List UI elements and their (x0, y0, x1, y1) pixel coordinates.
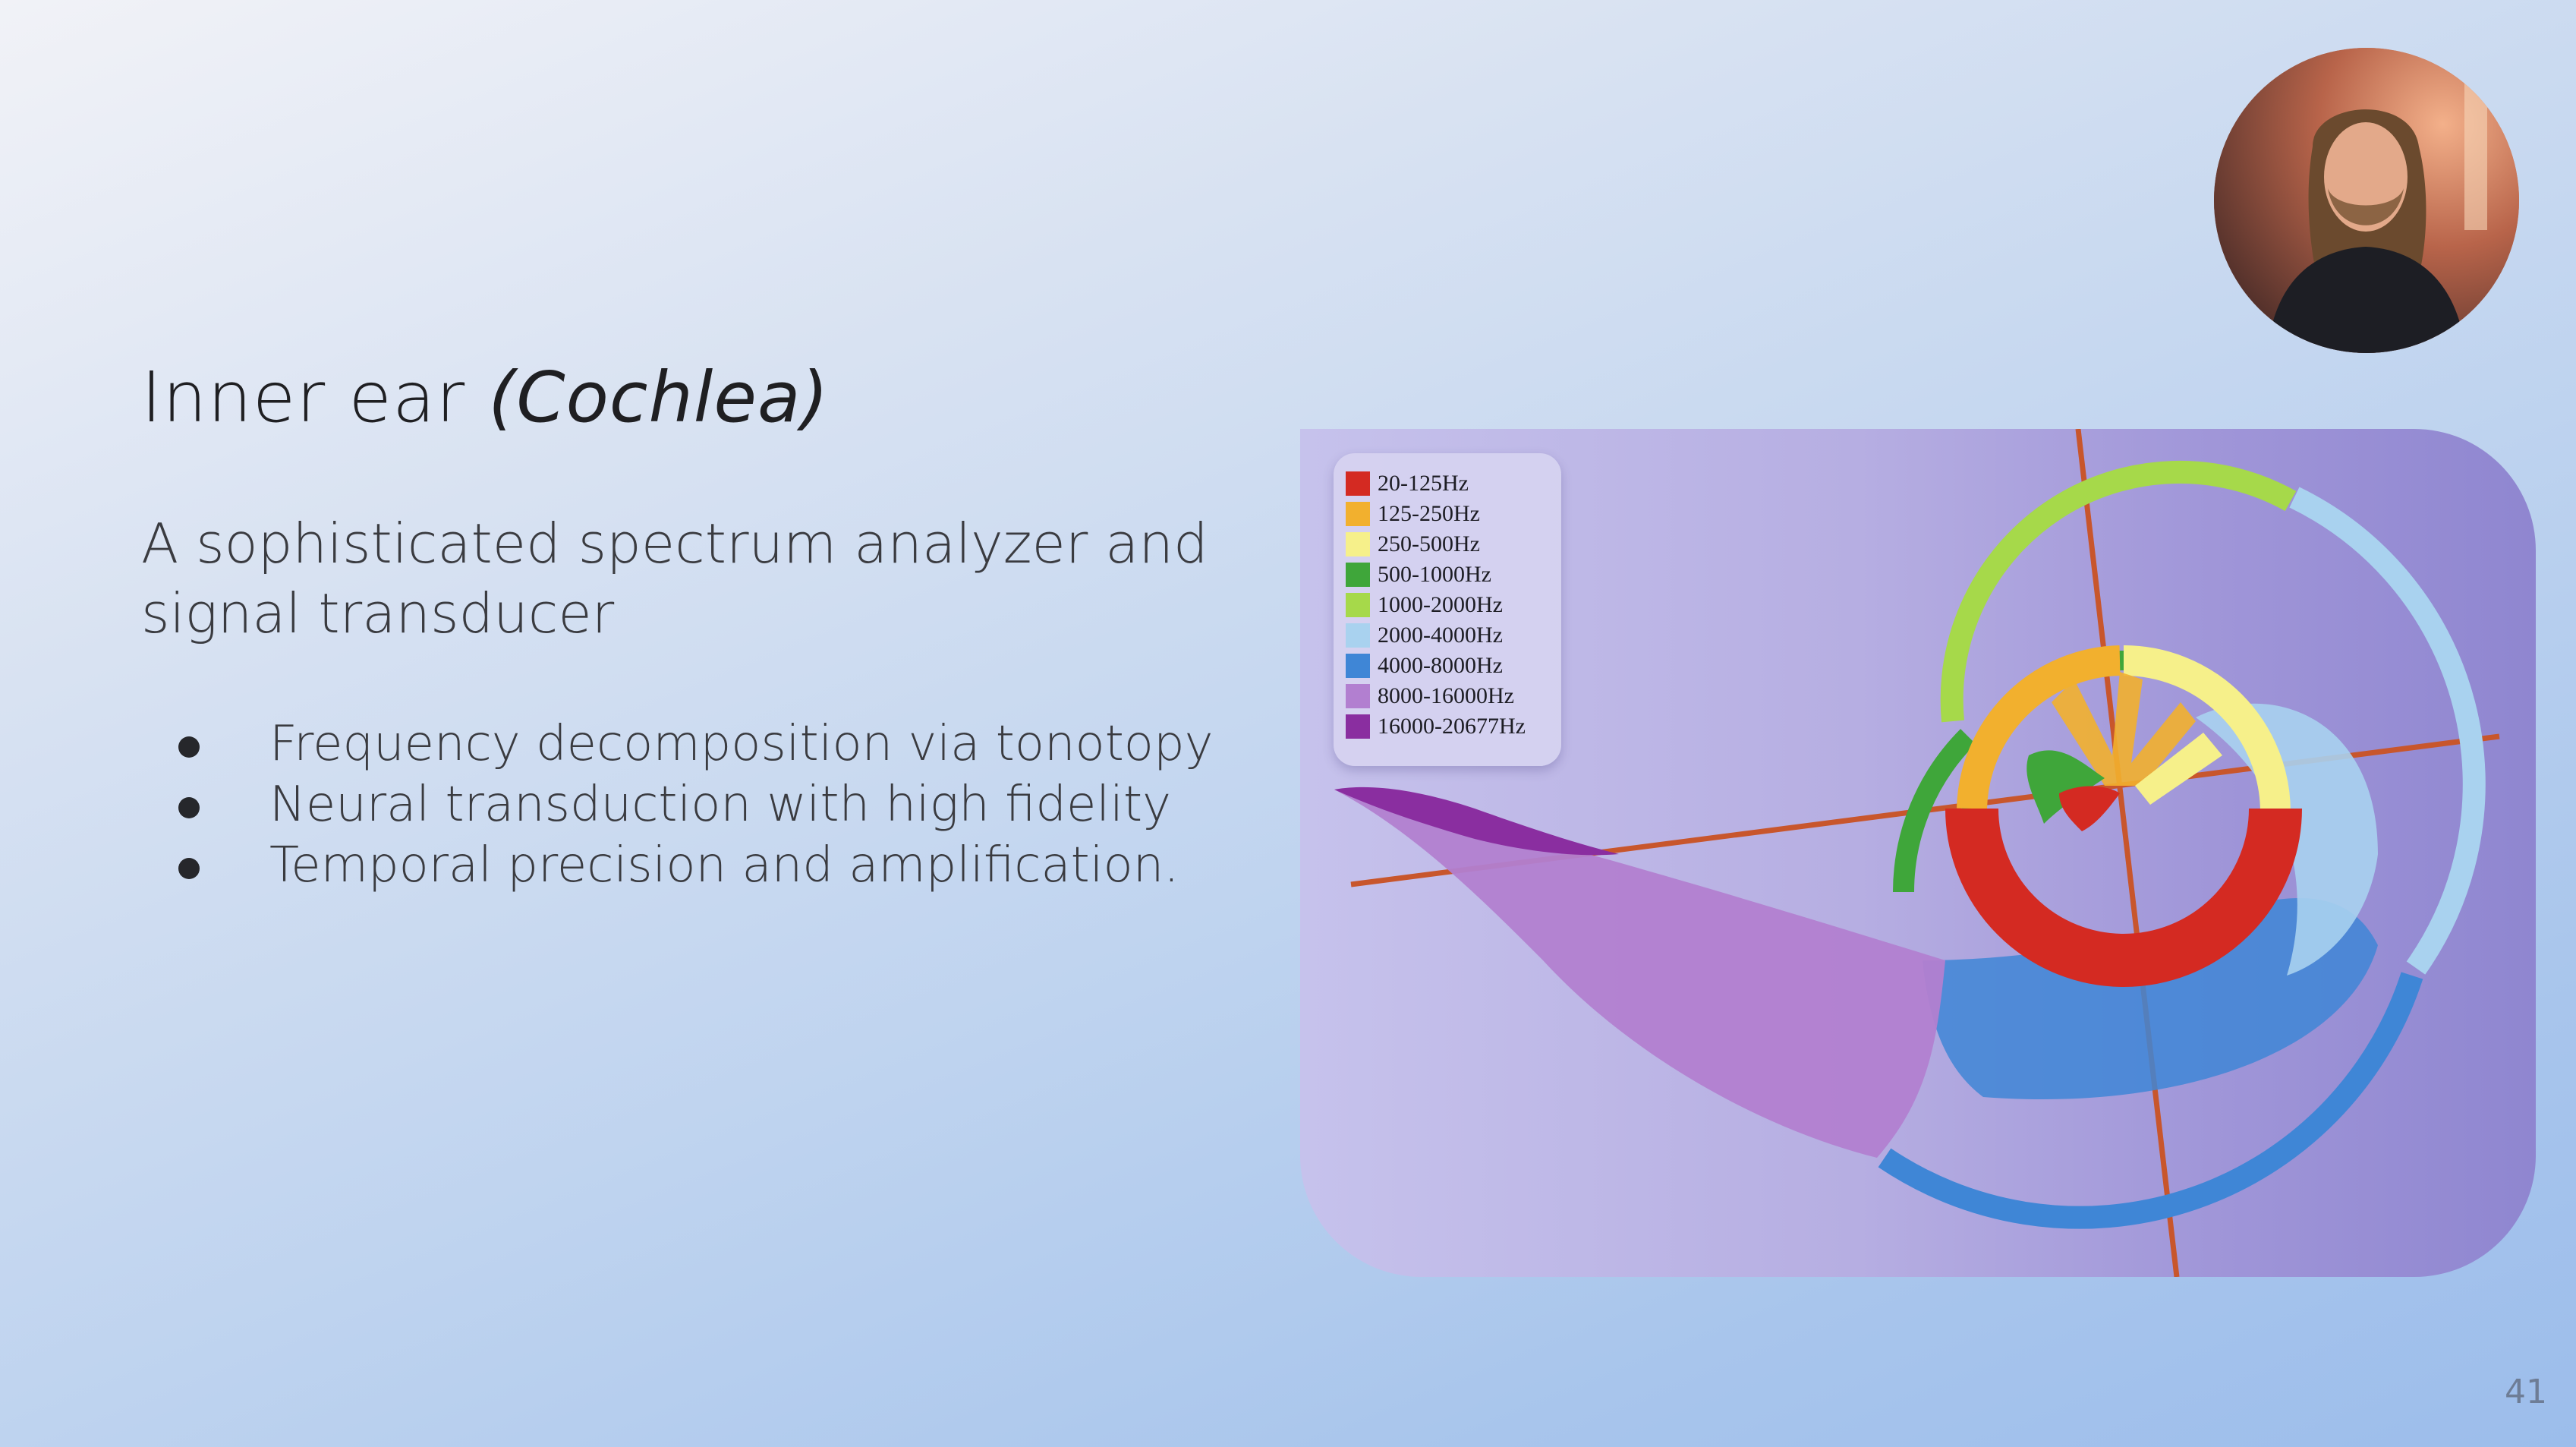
apex-fan-250-500hz (2135, 733, 2222, 805)
bullet-dot-icon (178, 858, 200, 879)
legend-swatch (1346, 684, 1370, 708)
slide-subtitle: A sophisticated spectrum analyzer and si… (141, 512, 1208, 645)
ring-125-250hz (1957, 645, 2121, 809)
body-16000-20677hz (1334, 787, 1619, 856)
apex-500-1000hz (2026, 750, 2105, 824)
band-500-1000hz-outer (1893, 729, 1976, 893)
legend-label: 8000-16000Hz (1378, 683, 1514, 708)
legend-item: 500-1000Hz (1346, 560, 1491, 590)
legend-swatch (1346, 502, 1370, 526)
band-2000-4000hz-outer (2289, 487, 2486, 975)
legend-item: 125-250Hz (1346, 499, 1480, 529)
cochlea-figure (1300, 429, 2536, 1277)
frequency-legend: 20-125Hz 125-250Hz 250-500Hz 500-1000Hz … (1334, 453, 1561, 766)
bullet-dot-icon (178, 736, 200, 758)
title-italic-text: (Cochlea) (488, 357, 830, 438)
bullet-text: Temporal precision and amplification. (269, 837, 1179, 894)
legend-item: 8000-16000Hz (1346, 681, 1514, 711)
bullet-text: Neural transduction with high fidelity (269, 777, 1171, 833)
legend-label: 500-1000Hz (1378, 562, 1491, 587)
legend-swatch (1346, 563, 1370, 587)
apex-fan-125-250hz (2052, 672, 2196, 786)
band-1000-2000hz-outer (1940, 460, 2297, 723)
legend-swatch (1346, 654, 1370, 678)
legend-label: 2000-4000Hz (1378, 623, 1503, 648)
webcam-video-bubble[interactable] (2214, 48, 2519, 353)
body-8000-16000hz (1334, 789, 1945, 1158)
legend-label: 4000-8000Hz (1378, 653, 1503, 678)
legend-item: 4000-8000Hz (1346, 651, 1503, 681)
cochlea-illustration (1334, 429, 2500, 1277)
legend-label: 16000-20677Hz (1378, 714, 1526, 739)
band-4000-8000hz-outer (1878, 972, 2423, 1229)
legend-swatch (1346, 623, 1370, 648)
bullet-item: Frequency decomposition via tonotopy (167, 714, 1213, 774)
legend-swatch (1346, 532, 1370, 556)
legend-label: 125-250Hz (1378, 501, 1480, 526)
bullet-item: Neural transduction with high fidelity (167, 774, 1213, 835)
legend-item: 20-125Hz (1346, 468, 1469, 499)
axis-line-vertical (2075, 429, 2180, 1277)
legend-swatch (1346, 714, 1370, 739)
apex-20-125hz (2059, 786, 2120, 831)
legend-swatch (1346, 593, 1370, 617)
legend-label: 1000-2000Hz (1378, 592, 1503, 617)
ring-20-125hz (1945, 808, 2302, 987)
bullet-text: Frequency decomposition via tonotopy (269, 716, 1214, 772)
body-4000-8000hz (1923, 897, 2378, 1100)
page-number: 41 (2505, 1373, 2547, 1411)
slide-title: Inner ear (Cochlea) (141, 357, 829, 438)
title-main-text: Inner ear (141, 357, 466, 438)
legend-item: 1000-2000Hz (1346, 590, 1503, 620)
bullet-dot-icon (178, 797, 200, 818)
bullet-item: Temporal precision and amplification. (167, 835, 1213, 896)
body-2000-4000hz (2196, 703, 2378, 976)
legend-label: 20-125Hz (1378, 471, 1469, 496)
legend-item: 2000-4000Hz (1346, 620, 1503, 651)
legend-item: 16000-20677Hz (1346, 711, 1526, 742)
legend-swatch (1346, 471, 1370, 496)
legend-item: 250-500Hz (1346, 529, 1480, 560)
bullet-list: Frequency decomposition via tonotopy Neu… (167, 714, 1213, 896)
ring-250-500hz (2123, 645, 2291, 813)
person-video-icon (2214, 48, 2519, 353)
legend-label: 250-500Hz (1378, 531, 1480, 556)
